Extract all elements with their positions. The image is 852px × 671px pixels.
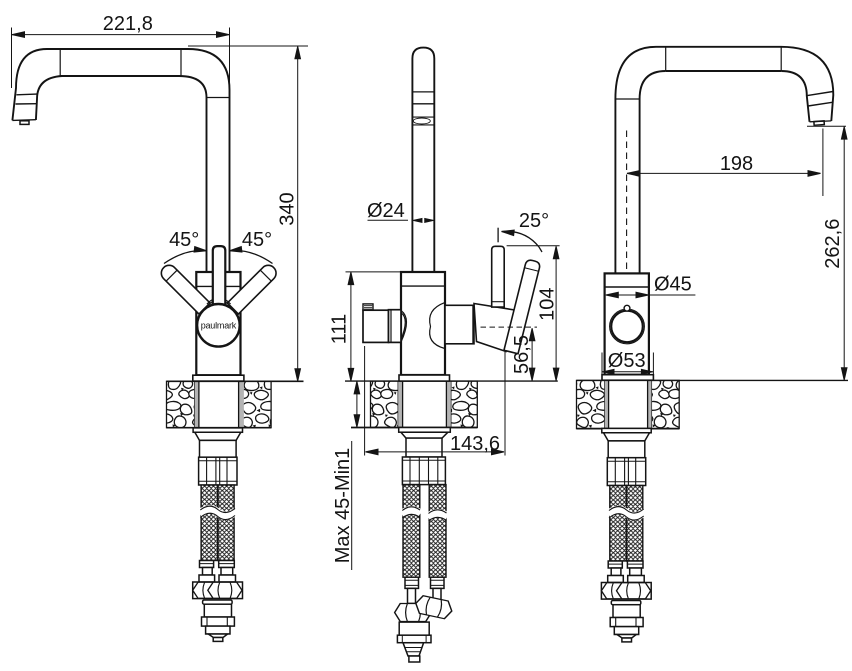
svg-text:198: 198 xyxy=(720,153,753,175)
svg-text:25°: 25° xyxy=(519,210,549,232)
svg-text:Ø45: Ø45 xyxy=(654,274,692,296)
svg-text:340: 340 xyxy=(277,192,299,225)
svg-text:104: 104 xyxy=(536,288,558,321)
svg-text:111: 111 xyxy=(328,314,350,344)
svg-text:Max 45-Min1: Max 45-Min1 xyxy=(332,448,354,564)
svg-text:143,6: 143,6 xyxy=(450,433,500,455)
svg-text:Ø53: Ø53 xyxy=(608,350,646,372)
svg-text:221,8: 221,8 xyxy=(103,13,153,35)
svg-text:45°: 45° xyxy=(169,229,199,251)
svg-text:Ø24: Ø24 xyxy=(367,200,405,222)
svg-text:56,5: 56,5 xyxy=(511,335,533,374)
svg-text:paulmark: paulmark xyxy=(201,321,237,331)
svg-text:262,6: 262,6 xyxy=(822,219,844,269)
svg-text:45°: 45° xyxy=(242,229,272,251)
